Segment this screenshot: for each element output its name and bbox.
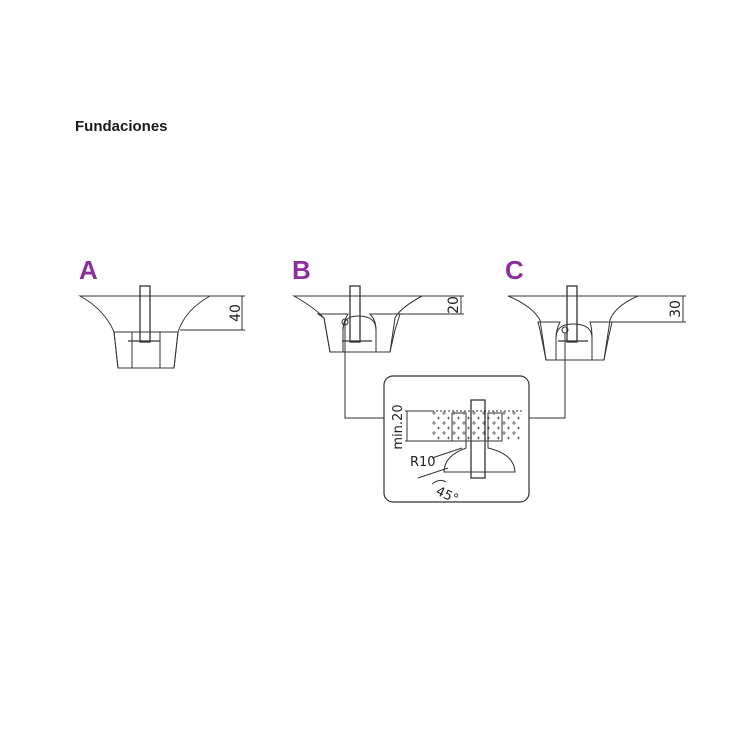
gravel-a-left	[113, 331, 133, 369]
gravel-b-right	[368, 313, 401, 353]
radius-label: R10	[410, 455, 436, 470]
foundation-variant-b: B 20	[292, 255, 464, 419]
variant-a-letter: A	[79, 255, 98, 285]
foundation-variant-a: A 40	[78, 255, 245, 369]
gravel-a-right	[159, 331, 179, 369]
soil-b	[292, 295, 423, 353]
post-c	[566, 285, 578, 343]
depth-label: min.20	[391, 404, 406, 449]
post-detail	[470, 399, 486, 479]
variant-b-letter: B	[292, 255, 311, 285]
post-b	[349, 285, 361, 343]
variant-c-letter: C	[505, 255, 524, 285]
page-title: Fundaciones	[75, 118, 168, 135]
foundation-variant-c: C 30	[505, 255, 686, 419]
dimension-a: 40	[228, 304, 244, 322]
dimension-c: 30	[668, 300, 684, 318]
detail-inset: min.20 R10 45°	[383, 375, 530, 507]
soil-c	[507, 295, 639, 361]
dimension-b: 20	[446, 296, 462, 314]
post-a	[139, 285, 151, 343]
